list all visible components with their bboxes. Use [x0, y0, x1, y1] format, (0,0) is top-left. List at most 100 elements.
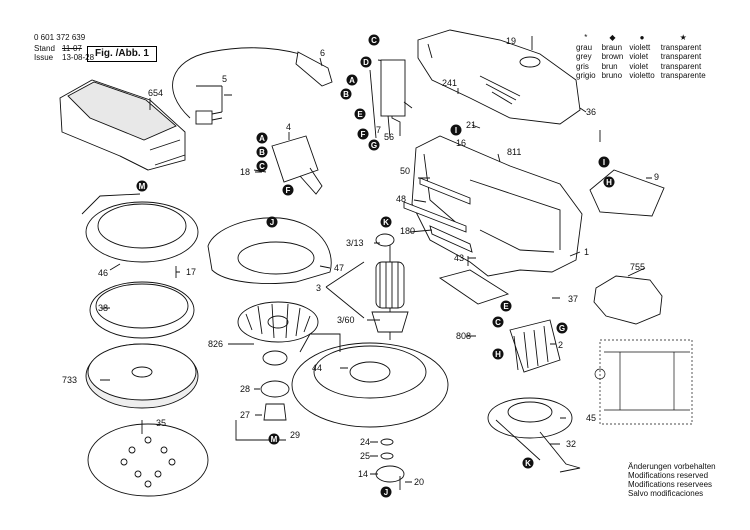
rail-48 [403, 201, 467, 233]
shroud-46 [81, 193, 199, 263]
marker-label: B [259, 148, 265, 157]
marker-i: I [450, 124, 462, 136]
marker-g: G [368, 139, 380, 151]
part-label: 50 [400, 166, 410, 176]
part-label: 180 [400, 226, 415, 236]
stand-label: Stand [34, 44, 55, 53]
marker-d: D [360, 56, 372, 68]
part-label: 45 [586, 413, 596, 423]
marker-label: B [343, 90, 349, 99]
bearing-top [262, 350, 288, 366]
legend-cell: violett [629, 42, 651, 52]
dust-box-654 [59, 79, 186, 171]
part-label: 241 [442, 78, 457, 88]
legend-cell: brun [601, 61, 618, 71]
marker-label: G [371, 141, 377, 150]
marker-label: M [139, 182, 146, 191]
stator-2 [509, 319, 561, 373]
pad-733 [85, 343, 199, 409]
plate-9 [589, 169, 665, 217]
part-label: 44 [312, 363, 322, 373]
part-label: 16 [456, 138, 466, 148]
washer-25 [380, 452, 394, 460]
legend-symbol: ★ [679, 33, 687, 42]
marker-label: H [495, 350, 501, 359]
part-label: 654 [148, 88, 163, 98]
washer-24 [380, 438, 394, 446]
marker-label: E [357, 110, 363, 119]
part-label: 18 [240, 167, 250, 177]
ring-45 [487, 397, 573, 439]
marker-label: K [525, 459, 531, 468]
mod-line: Änderungen vorbehalten [628, 462, 716, 471]
marker-label: K [383, 218, 389, 227]
marker-label: C [259, 162, 265, 171]
part-label: 43 [454, 253, 464, 263]
legend-symbol: ◆ [609, 33, 616, 42]
marker-c2: C [256, 160, 268, 172]
switch-4 [271, 135, 323, 195]
marker-b: B [340, 88, 352, 100]
marker-label: C [371, 36, 377, 45]
marker-m2: M [268, 433, 280, 445]
marker-label: F [286, 186, 291, 195]
color-legend: * ◆ ● ★ grau braun violett transparent g… [573, 33, 709, 81]
part-label: 808 [456, 331, 471, 341]
part-label: 35 [156, 418, 166, 428]
part-label: 3/60 [337, 315, 355, 325]
bar-180 [429, 225, 473, 253]
mod-line: Modifications reserved [628, 471, 709, 480]
legend-cell: violet [629, 52, 649, 61]
fan-826 [237, 301, 319, 343]
part-label: 25 [360, 451, 370, 461]
legend-cell: violetto [629, 71, 655, 80]
bracket-32 [495, 419, 581, 473]
marker-label: J [270, 218, 274, 227]
part-label: 56 [384, 132, 394, 142]
bearing-28 [260, 380, 290, 398]
marker-label: J [384, 488, 388, 497]
legend-cell: bruno [601, 71, 623, 80]
marker-label: F [361, 130, 366, 139]
plate-808 [438, 269, 510, 305]
part-label: 3 [316, 283, 321, 293]
part-label: 29 [290, 430, 300, 440]
marker-label: M [271, 435, 278, 444]
mod-line: Modifications reservees [628, 480, 713, 489]
cord-protector-6 [295, 51, 333, 87]
stand-value: 11-07 [62, 44, 82, 53]
marker-h: H [603, 176, 615, 188]
part-label-group: 654 5 6 4 18 19 7 56 241 21 16 811 36 9 … [62, 36, 659, 487]
part-label: 5 [222, 74, 227, 84]
part-label: 36 [586, 107, 596, 117]
marker-label: C [495, 318, 501, 327]
modifications-note: Änderungen vorbehalten Modifications res… [628, 462, 716, 498]
part-label: 46 [98, 268, 108, 278]
part-label: 21 [466, 120, 476, 130]
cover-755 [593, 275, 663, 325]
sanding-disc [87, 423, 209, 497]
part-label: 733 [62, 375, 77, 385]
part-label: 48 [396, 194, 406, 204]
marker-c3: C [492, 316, 504, 328]
marker-e2: E [500, 300, 512, 312]
part-label: 9 [654, 172, 659, 182]
marker-label: G [559, 324, 565, 333]
part-label: 47 [334, 263, 344, 273]
part-label: 2 [558, 340, 563, 350]
legend-cell: grau [576, 42, 593, 52]
marker-a2: A [256, 132, 268, 144]
marker-label: A [259, 134, 265, 143]
part-label: 7 [376, 125, 381, 135]
part-label: 19 [506, 36, 516, 46]
part-label: 17 [186, 267, 196, 277]
power-cord-5 [172, 47, 301, 125]
marker-f2: F [282, 184, 294, 196]
part-label: 28 [240, 384, 250, 394]
ring-38-inner [95, 283, 189, 329]
marker-label: H [606, 178, 612, 187]
legend-cell: braun [601, 42, 623, 52]
part-label: 4 [286, 122, 291, 132]
marker-a: A [346, 74, 358, 86]
